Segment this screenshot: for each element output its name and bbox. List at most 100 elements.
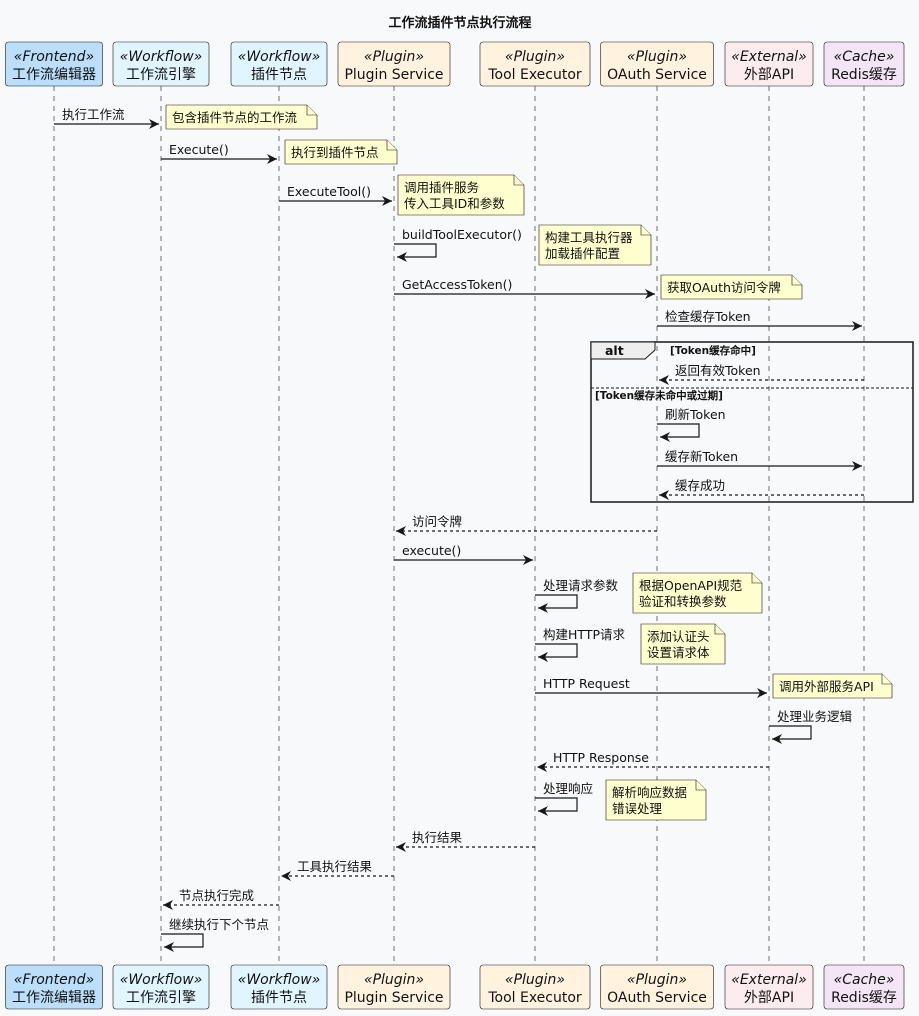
svg-text:处理请求参数: 处理请求参数	[543, 578, 619, 593]
svg-text:工作流编辑器: 工作流编辑器	[12, 990, 96, 1006]
svg-text:Redis缓存: Redis缓存	[831, 67, 897, 83]
svg-text:设置请求体: 设置请求体	[647, 645, 710, 660]
svg-text:执行结果: 执行结果	[412, 830, 463, 845]
note-8: 调用外部服务API	[772, 673, 893, 699]
svg-text:Tool Executor: Tool Executor	[487, 67, 582, 83]
svg-text:执行到插件节点: 执行到插件节点	[291, 145, 379, 160]
note-2: 执行到插件节点	[284, 139, 398, 165]
participant-fe-top: «Frontend» 工作流编辑器	[5, 41, 103, 87]
message-10: 缓存成功	[659, 478, 864, 500]
svg-text:«Cache»: «Cache»	[834, 49, 895, 65]
svg-text:包含插件节点的工作流: 包含插件节点的工作流	[172, 110, 298, 125]
svg-text:«Frontend»: «Frontend»	[14, 49, 94, 65]
note-1: 包含插件节点的工作流	[165, 104, 318, 130]
svg-text:«Workflow»: «Workflow»	[238, 972, 321, 988]
svg-text:节点执行完成: 节点执行完成	[179, 888, 254, 903]
message-6: 检查缓存Token	[657, 309, 862, 331]
participant-redis-top: «Cache» Redis缓存	[823, 41, 905, 87]
svg-text:buildToolExecutor(): buildToolExecutor()	[402, 227, 522, 242]
participant-fe-bottom: «Frontend» 工作流编辑器	[5, 964, 103, 1010]
svg-text:Redis缓存: Redis缓存	[831, 990, 897, 1006]
message-18: 处理响应	[535, 781, 593, 816]
message-21: 节点执行完成	[163, 888, 279, 910]
svg-text:构建HTTP请求: 构建HTTP请求	[543, 627, 625, 642]
svg-text:缓存新Token: 缓存新Token	[665, 449, 738, 464]
message-16: 处理业务逻辑	[769, 709, 852, 744]
diagram-title: 工作流插件节点执行流程	[388, 15, 531, 31]
svg-text:工具执行结果: 工具执行结果	[297, 859, 373, 874]
participant-oauth-top: «Plugin»OAuth Service	[600, 41, 714, 87]
svg-text:OAuth Service: OAuth Service	[607, 990, 707, 1006]
participant-te-top: «Plugin» Tool Executor	[479, 41, 591, 87]
svg-text:继续执行下个节点: 继续执行下个节点	[169, 917, 269, 932]
message-9: 缓存新Token	[657, 449, 862, 471]
message-7: 返回有效Token	[659, 363, 864, 385]
svg-text:HTTP Request: HTTP Request	[543, 676, 630, 691]
svg-text:Plugin Service: Plugin Service	[344, 67, 443, 83]
participant-api-bottom: «External» 外部API	[724, 964, 814, 1010]
svg-text:«Plugin»: «Plugin»	[364, 972, 424, 988]
svg-text:«Plugin»: «Plugin»	[505, 972, 565, 988]
svg-text:«Frontend»: «Frontend»	[14, 972, 94, 988]
alt-fragment: alt[Token缓存命中][Token缓存未命中或过期]	[590, 341, 914, 503]
svg-text:根据OpenAPI规范: 根据OpenAPI规范	[639, 578, 742, 593]
svg-text:加载插件配置: 加载插件配置	[545, 246, 620, 261]
svg-text:验证和转换参数: 验证和转换参数	[639, 594, 727, 609]
svg-text:«Workflow»: «Workflow»	[238, 49, 321, 65]
svg-text:解析响应数据: 解析响应数据	[612, 785, 687, 800]
message-5: GetAccessToken()	[394, 277, 655, 299]
message-15: HTTP Request	[535, 676, 767, 698]
svg-text:插件节点: 插件节点	[251, 67, 307, 83]
note-5: 获取OAuth访问令牌	[660, 274, 803, 300]
svg-text:HTTP Response: HTTP Response	[553, 750, 649, 765]
svg-text:«Plugin»: «Plugin»	[364, 49, 424, 65]
svg-text:OAuth Service: OAuth Service	[607, 67, 707, 83]
svg-text:«Cache»: «Cache»	[834, 972, 895, 988]
svg-text:Tool Executor: Tool Executor	[487, 990, 582, 1006]
participant-engine-bottom: «Workflow»工作流引擎	[112, 964, 210, 1010]
participant-engine-top: «Workflow»工作流引擎	[112, 41, 210, 87]
svg-text:Execute(): Execute()	[169, 142, 229, 157]
svg-text:执行工作流: 执行工作流	[62, 107, 125, 122]
svg-text:«External»: «External»	[731, 49, 807, 65]
svg-text:错误处理: 错误处理	[612, 801, 663, 816]
svg-text:外部API: 外部API	[744, 990, 794, 1006]
svg-text:刷新Token: 刷新Token	[665, 407, 726, 422]
participant-redis-bottom: «Cache» Redis缓存	[823, 964, 905, 1010]
svg-text:Plugin Service: Plugin Service	[344, 990, 443, 1006]
messages: 执行工作流 Execute() ExecuteTool() buildToolExec…	[54, 107, 864, 952]
notes: 包含插件节点的工作流执行到插件节点调用插件服务传入工具ID和参数构建工具执行器加…	[165, 104, 893, 821]
svg-text:返回有效Token: 返回有效Token	[675, 363, 761, 378]
participant-ps-bottom: «Plugin» Plugin Service	[337, 964, 451, 1010]
svg-text:访问令牌: 访问令牌	[412, 514, 462, 529]
svg-text:«External»: «External»	[731, 972, 807, 988]
participant-oauth-bottom: «Plugin» OAuth Service	[600, 964, 714, 1010]
message-3: ExecuteTool()	[279, 184, 392, 206]
message-13: 处理请求参数	[535, 578, 619, 613]
message-2: Execute()	[161, 142, 277, 164]
message-1: 执行工作流	[54, 107, 159, 129]
message-20: 工具执行结果	[281, 859, 394, 881]
participant-te-bottom: «Plugin» Tool Executor	[479, 964, 591, 1010]
message-11: 访问令牌	[396, 514, 657, 536]
svg-text:添加认证头: 添加认证头	[647, 629, 710, 644]
message-22: 继续执行下个节点	[161, 917, 269, 952]
svg-text:«Workflow»: «Workflow»	[120, 49, 203, 65]
svg-text:«Plugin»: «Plugin»	[505, 49, 565, 65]
participant-node-bottom: «Workflow»插件节点	[230, 964, 328, 1010]
svg-text:«Plugin»: «Plugin»	[627, 972, 687, 988]
participant-boxes: «Frontend»工作流编辑器«Workflow»工作流引擎«Workflow…	[5, 41, 905, 1010]
message-8: 刷新Token	[657, 407, 726, 442]
svg-text:工作流编辑器: 工作流编辑器	[12, 67, 96, 83]
svg-text:获取OAuth访问令牌: 获取OAuth访问令牌	[667, 280, 781, 295]
svg-text:工作流引擎: 工作流引擎	[126, 990, 196, 1006]
alt-condition-miss: [Token缓存未命中或过期]	[595, 389, 723, 402]
svg-text:execute(): execute()	[402, 543, 461, 558]
message-14: 构建HTTP请求	[535, 627, 625, 662]
svg-text:缓存成功: 缓存成功	[675, 478, 725, 493]
svg-text:ExecuteTool(): ExecuteTool()	[287, 184, 371, 199]
